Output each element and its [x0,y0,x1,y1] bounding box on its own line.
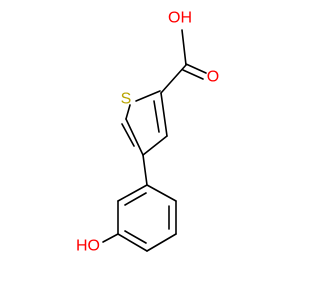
sulfur-label: S [121,91,132,108]
bond-carboxyl-o-2 [182,69,204,80]
phenol-hydroxyl-label: HO [76,238,100,255]
bonds [102,29,207,252]
atom-labels: S OH O HO [76,10,219,255]
molecule-structure: S OH O HO [76,10,219,255]
bond-ar-oh [102,233,119,243]
bond-c3-c4 [142,135,168,156]
acid-hydroxyl-label: OH [168,10,192,27]
bond-ar-1-2 [146,184,177,202]
carbonyl-oxygen-label: O [207,69,219,86]
bond-carboxyl-oh [181,29,187,66]
bond-ar-6-1 [117,184,148,202]
bond-ar-6-1-inner [124,192,147,206]
bond-carboxyl-o-1 [185,63,207,74]
bond-s-c2 [135,90,161,102]
bond-c4-c5-inner [121,123,135,147]
bond-thiophene-phenyl [142,154,148,186]
bond-c5-s [125,104,131,120]
bond-ar-3-4 [146,233,177,252]
bond-c2-carboxyl [160,64,187,94]
bond-c2-c3 [160,92,168,137]
bond-c4-c5 [125,118,144,156]
bond-ar-4-5 [117,233,148,252]
bond-ar-4-5-inner [124,230,147,244]
bond-c2-c3-inner [153,100,160,133]
